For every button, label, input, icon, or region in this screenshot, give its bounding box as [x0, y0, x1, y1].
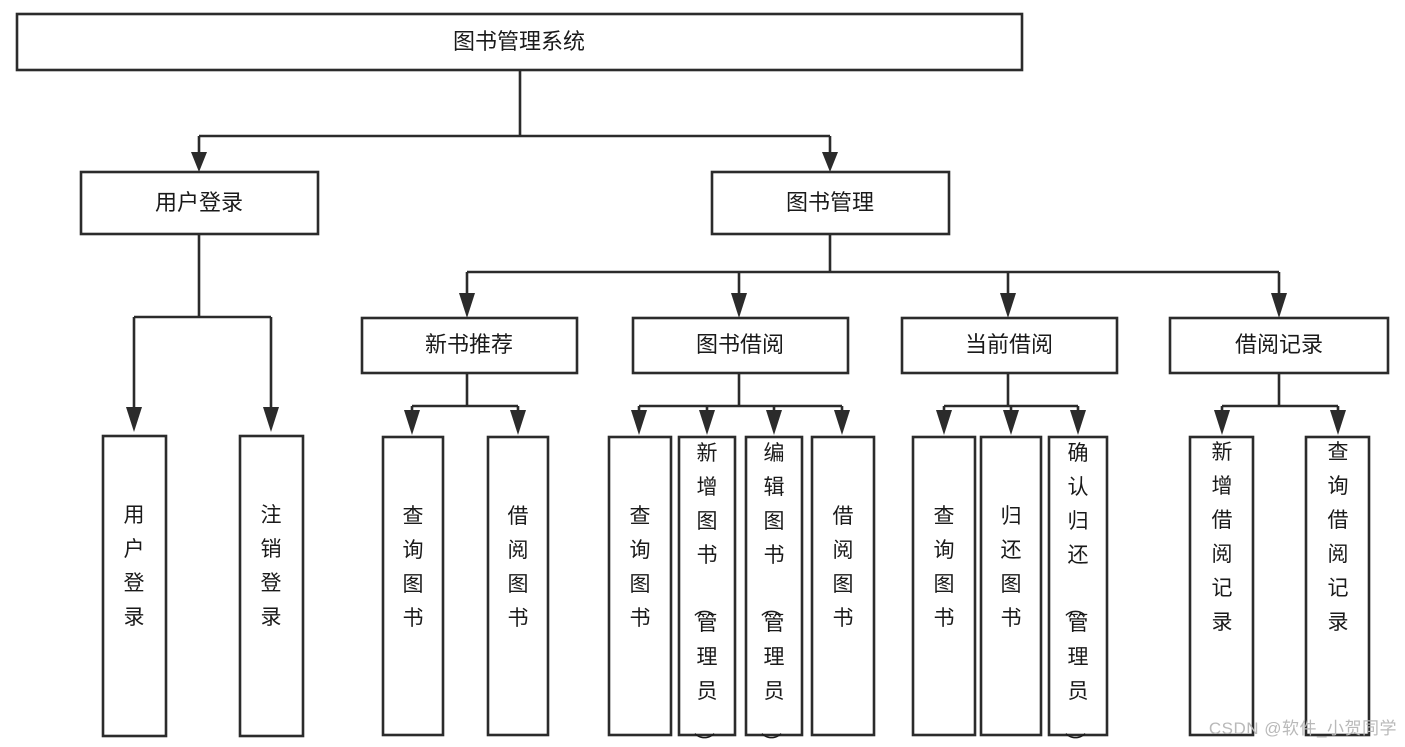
- arrowhead-leaf-confirm-return: [1070, 410, 1086, 435]
- node-leaf-edit-book[interactable]: 编辑图书（管理员）: [744, 435, 804, 747]
- arrowhead-leaf-query-book-1: [404, 410, 420, 435]
- node-leaf-query-book-2[interactable]: 查询图书: [607, 435, 673, 737]
- node-leaf-query-record-label: 查询借阅记录: [1328, 441, 1349, 634]
- node-book-borrow-label: 图书借阅: [696, 332, 784, 357]
- arrowhead-book-manage: [822, 152, 838, 172]
- node-leaf-add-book-label: 新增图书（管理员）: [692, 442, 718, 747]
- node-leaf-add-book[interactable]: 新增图书（管理员）: [677, 435, 737, 747]
- node-user-login[interactable]: 用户登录: [79, 170, 320, 236]
- node-leaf-logout[interactable]: 注销登录: [238, 434, 305, 738]
- node-root[interactable]: 图书管理系统: [15, 12, 1024, 72]
- arrowhead-user-login: [191, 152, 207, 172]
- node-leaf-query-book-1-label: 查询图书: [403, 505, 424, 630]
- arrowhead-leaf-query-book-3: [936, 410, 952, 435]
- node-leaf-user-login-label: 用户登录: [124, 504, 145, 629]
- connector-layer: [126, 70, 1346, 435]
- arrowhead-book-borrow: [731, 293, 747, 318]
- node-borrow-record-label: 借阅记录: [1235, 332, 1323, 357]
- node-leaf-query-record[interactable]: 查询借阅记录: [1304, 435, 1371, 737]
- node-leaf-confirm-return[interactable]: 确认归还（管理员）: [1047, 435, 1109, 747]
- node-leaf-logout-label: 注销登录: [261, 504, 282, 629]
- node-leaf-return-book[interactable]: 归还图书: [979, 435, 1043, 737]
- node-leaf-add-record-label: 新增借阅记录: [1212, 441, 1233, 634]
- node-leaf-confirm-return-label: 确认归还（管理员）: [1063, 442, 1089, 747]
- arrowhead-leaf-borrow-book-2: [834, 410, 850, 435]
- node-leaf-borrow-book-2-label: 借阅图书: [833, 505, 854, 630]
- arrowhead-leaf-query-record: [1330, 410, 1346, 435]
- node-leaf-query-book-3-label: 查询图书: [934, 505, 955, 630]
- node-book-manage-label: 图书管理: [786, 190, 874, 215]
- node-leaf-query-book-3[interactable]: 查询图书: [911, 435, 977, 737]
- node-leaf-return-book-label: 归还图书: [1001, 505, 1022, 630]
- arrowhead-leaf-query-book-2: [631, 410, 647, 435]
- arrowhead-borrow-record: [1271, 293, 1287, 318]
- node-leaf-borrow-book-1[interactable]: 借阅图书: [486, 435, 550, 737]
- arrowhead-new-book-recommend: [459, 293, 475, 318]
- node-root-label: 图书管理系统: [453, 29, 585, 54]
- node-leaf-edit-book-label: 编辑图书（管理员）: [759, 442, 785, 747]
- node-leaf-query-book-2-label: 查询图书: [630, 505, 651, 630]
- arrowhead-leaf-add-book: [699, 410, 715, 435]
- arrowhead-leaf-edit-book: [766, 410, 782, 435]
- node-new-book-recommend[interactable]: 新书推荐: [360, 316, 579, 375]
- arrowhead-leaf-add-record: [1214, 410, 1230, 435]
- csdn-watermark: CSDN @软件_小贺同学: [1208, 719, 1397, 738]
- node-book-manage[interactable]: 图书管理: [710, 170, 951, 236]
- node-leaf-borrow-book-1-label: 借阅图书: [508, 505, 529, 630]
- arrowhead-leaf-logout: [263, 407, 279, 432]
- node-borrow-record[interactable]: 借阅记录: [1168, 316, 1390, 375]
- arrowhead-leaf-return-book: [1003, 410, 1019, 435]
- node-leaf-borrow-book-2[interactable]: 借阅图书: [810, 435, 876, 737]
- node-leaf-query-book-1[interactable]: 查询图书: [381, 435, 445, 737]
- node-book-borrow[interactable]: 图书借阅: [631, 316, 850, 375]
- arrowhead-leaf-borrow-book-1: [510, 410, 526, 435]
- arrowhead-current-borrow: [1000, 293, 1016, 318]
- node-current-borrow[interactable]: 当前借阅: [900, 316, 1119, 375]
- node-user-login-label: 用户登录: [155, 190, 243, 215]
- arrowhead-leaf-user-login: [126, 407, 142, 432]
- node-leaf-add-record[interactable]: 新增借阅记录: [1188, 435, 1255, 737]
- node-new-book-recommend-label: 新书推荐: [425, 332, 513, 357]
- node-current-borrow-label: 当前借阅: [965, 332, 1053, 357]
- node-leaf-user-login[interactable]: 用户登录: [101, 434, 168, 738]
